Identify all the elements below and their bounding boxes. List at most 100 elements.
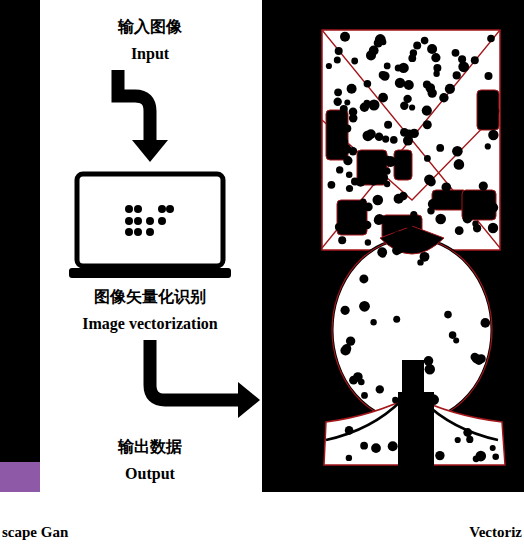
vector-dot bbox=[452, 146, 463, 157]
vector-dot bbox=[409, 229, 415, 235]
vector-dot bbox=[445, 84, 455, 94]
vector-dot bbox=[378, 93, 388, 103]
vector-dot bbox=[380, 39, 386, 45]
vector-dot bbox=[361, 392, 368, 399]
vector-dot bbox=[479, 182, 488, 191]
screen-dot bbox=[146, 228, 154, 236]
step-title: 输出数据 bbox=[118, 436, 182, 458]
vector-dot bbox=[340, 105, 348, 113]
vector-dot bbox=[365, 239, 371, 245]
vector-dot bbox=[363, 221, 372, 230]
vector-dot bbox=[466, 436, 473, 443]
vector-dot bbox=[380, 71, 389, 80]
vector-dot bbox=[360, 155, 370, 165]
vector-dot bbox=[463, 428, 472, 437]
vector-dot bbox=[375, 133, 384, 142]
vector-dot bbox=[439, 93, 448, 102]
vector-dot bbox=[374, 214, 385, 225]
vector-dot bbox=[335, 223, 343, 231]
vector-dot bbox=[351, 58, 358, 65]
vector-dot bbox=[356, 177, 366, 187]
screen-dot bbox=[158, 217, 166, 225]
vector-dot bbox=[371, 443, 381, 453]
vector-dot bbox=[472, 221, 478, 227]
vector-dot bbox=[436, 144, 444, 152]
vector-dot bbox=[334, 88, 342, 96]
vector-dot bbox=[342, 344, 351, 353]
vector-blob bbox=[477, 90, 499, 130]
vector-dot bbox=[335, 47, 343, 55]
io-step: 输入图像Input bbox=[112, 14, 188, 66]
vector-dot bbox=[425, 364, 435, 374]
vector-dot bbox=[404, 80, 414, 90]
vector-dot bbox=[471, 56, 479, 64]
vector-dot bbox=[334, 57, 341, 64]
vector-dot bbox=[487, 35, 495, 43]
screen-dot bbox=[134, 217, 142, 225]
vector-dot bbox=[343, 156, 352, 165]
screen-dot bbox=[125, 205, 133, 213]
screen-dot bbox=[134, 228, 142, 236]
vector-dot bbox=[488, 203, 498, 213]
vector-dot bbox=[424, 356, 434, 366]
vector-blob bbox=[380, 226, 444, 254]
vector-dot bbox=[455, 437, 461, 443]
vector-dot bbox=[336, 166, 343, 173]
vector-dot bbox=[349, 147, 357, 155]
vector-dot bbox=[453, 338, 459, 344]
step-title: 图像矢量化识别 bbox=[65, 286, 235, 308]
vector-dot bbox=[345, 426, 354, 435]
vector-dot bbox=[347, 84, 357, 94]
arrow-shaft bbox=[150, 340, 242, 400]
vector-dot bbox=[393, 316, 400, 323]
vector-dot bbox=[364, 100, 371, 107]
vector-dot bbox=[424, 155, 431, 162]
screen-dot bbox=[125, 217, 133, 225]
vector-dot bbox=[404, 408, 411, 415]
vector-dot bbox=[463, 214, 473, 224]
vector-dot bbox=[433, 71, 439, 77]
vector-pedestal bbox=[398, 360, 434, 468]
vector-region bbox=[322, 30, 500, 250]
vector-dot bbox=[340, 32, 350, 42]
vector-dot bbox=[420, 252, 430, 262]
vector-dot bbox=[422, 106, 432, 116]
screen-dot bbox=[125, 228, 133, 236]
vector-dot bbox=[375, 34, 386, 45]
panel-illustration bbox=[262, 0, 524, 492]
process-step: 图像矢量化识别Image vectorization bbox=[59, 164, 241, 336]
vector-dot bbox=[392, 246, 401, 255]
laptop-screen bbox=[77, 174, 223, 266]
vector-dot bbox=[472, 354, 481, 363]
vector-dot bbox=[359, 301, 370, 312]
vector-panel: Vectoriz bbox=[262, 0, 524, 492]
vector-dot bbox=[435, 214, 446, 225]
vector-dot bbox=[488, 130, 498, 140]
vector-dot bbox=[424, 174, 434, 184]
vector-dot bbox=[428, 88, 437, 97]
vector-dot bbox=[442, 182, 452, 192]
vector-dot bbox=[418, 392, 425, 399]
vector-dot bbox=[376, 385, 384, 393]
vector-dot bbox=[326, 63, 332, 69]
vector-dot bbox=[402, 450, 412, 460]
vector-dot bbox=[452, 49, 460, 57]
vector-dot bbox=[334, 98, 342, 106]
vector-dot bbox=[358, 379, 365, 386]
vector-dot bbox=[423, 120, 432, 129]
vector-dot bbox=[403, 136, 413, 146]
flow-arrow bbox=[118, 70, 168, 162]
vector-dot bbox=[394, 194, 404, 204]
vector-dot bbox=[400, 102, 408, 110]
vector-dot bbox=[380, 251, 386, 257]
vector-dot bbox=[485, 72, 493, 80]
panel-caption: scape Gan bbox=[2, 524, 68, 541]
arrow-head bbox=[132, 140, 168, 162]
vector-dot bbox=[390, 136, 398, 144]
step-title: 输入图像 bbox=[118, 16, 182, 38]
vector-dot bbox=[377, 247, 387, 257]
vector-dot bbox=[341, 306, 350, 315]
vector-dot bbox=[359, 274, 368, 283]
vector-dot bbox=[370, 319, 376, 325]
